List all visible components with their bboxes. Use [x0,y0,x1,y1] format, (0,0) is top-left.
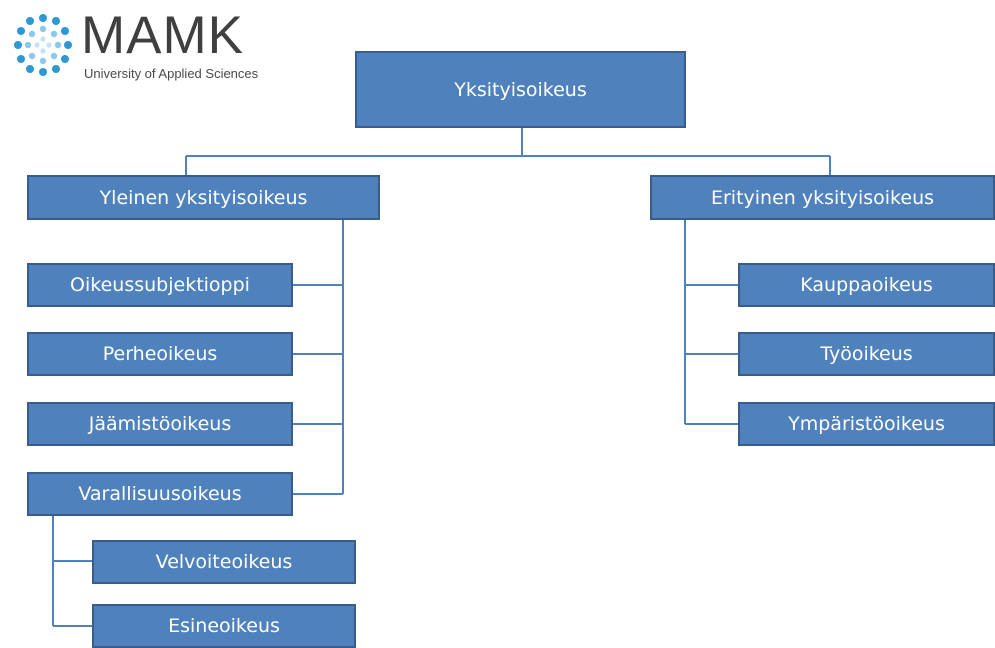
connector-right-trunk [684,220,738,425]
node-left-child: Perheoikeus [27,332,293,376]
mamk-logo: MAMK University of Applied Sciences [10,6,300,86]
logo-subtitle: University of Applied Sciences [84,66,259,81]
node-right-child: Ympäristöoikeus [738,402,995,446]
connector-root-branches [185,128,831,175]
connector-varallisuus-sub [52,515,92,627]
node-right-child: Kauppaoikeus [738,263,995,307]
node-left-child: Varallisuusoikeus [27,472,293,516]
node-sub-child: Velvoiteoikeus [92,540,356,584]
mamk-dots-icon [14,14,72,76]
node-right-child: Työoikeus [738,332,995,376]
node-right-branch: Erityinen yksityisoikeus [650,175,995,220]
node-left-branch: Yleinen yksityisoikeus [27,175,380,220]
logo-wordmark: MAMK [81,6,244,65]
node-left-child: Oikeussubjektioppi [27,263,293,307]
node-sub-child: Esineoikeus [92,604,356,648]
node-root: Yksityisoikeus [355,51,686,128]
connector-left-trunk [293,220,344,495]
node-left-child: Jäämistöoikeus [27,402,293,446]
